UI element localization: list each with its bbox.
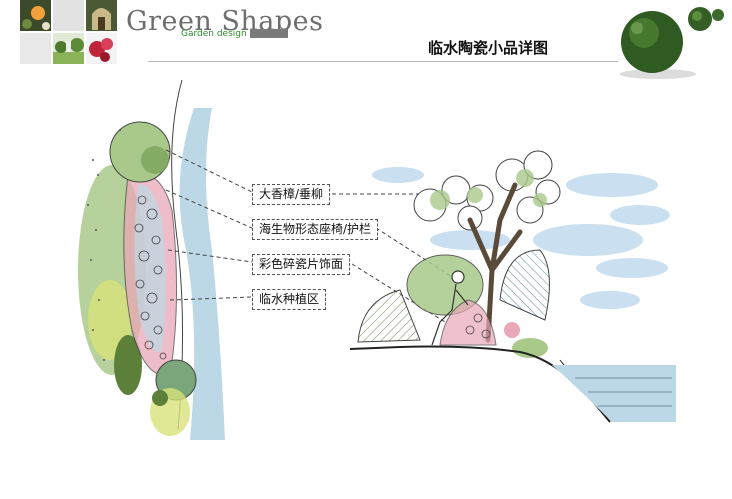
brand-name: Green Shapes [126, 6, 324, 37]
callout-camphor-willow: 大香樟/垂柳 [252, 184, 331, 205]
callout-ceramic-mosaic-finish: 彩色碎瓷片饰面 [252, 254, 351, 275]
thumbnail-gallery [20, 0, 118, 64]
brand-bar [250, 29, 288, 38]
callout-waterside-planting: 临水种植区 [252, 289, 327, 310]
orange-fruit-thumbnail [20, 0, 51, 31]
topiary-ball-image [620, 7, 724, 79]
callout-marine-seat-railing: 海生物形态座椅/护栏 [252, 219, 379, 240]
header: Green Shapes Garden design 临水陶瓷小品详图 [0, 0, 732, 79]
blank-thumbnail [20, 33, 51, 64]
section-view-sketch [349, 150, 676, 423]
garden-arch-thumbnail [86, 0, 117, 31]
red-flower-thumbnail [86, 33, 117, 64]
header-divider [148, 61, 618, 62]
seated-person-figure [431, 270, 469, 346]
brand-tagline: Garden design [181, 29, 247, 39]
garden-lawn-thumbnail [53, 33, 84, 64]
page-title: 临水陶瓷小品详图 [428, 39, 549, 57]
blank-thumbnail [53, 0, 84, 31]
plan-view-sketch [78, 79, 225, 440]
